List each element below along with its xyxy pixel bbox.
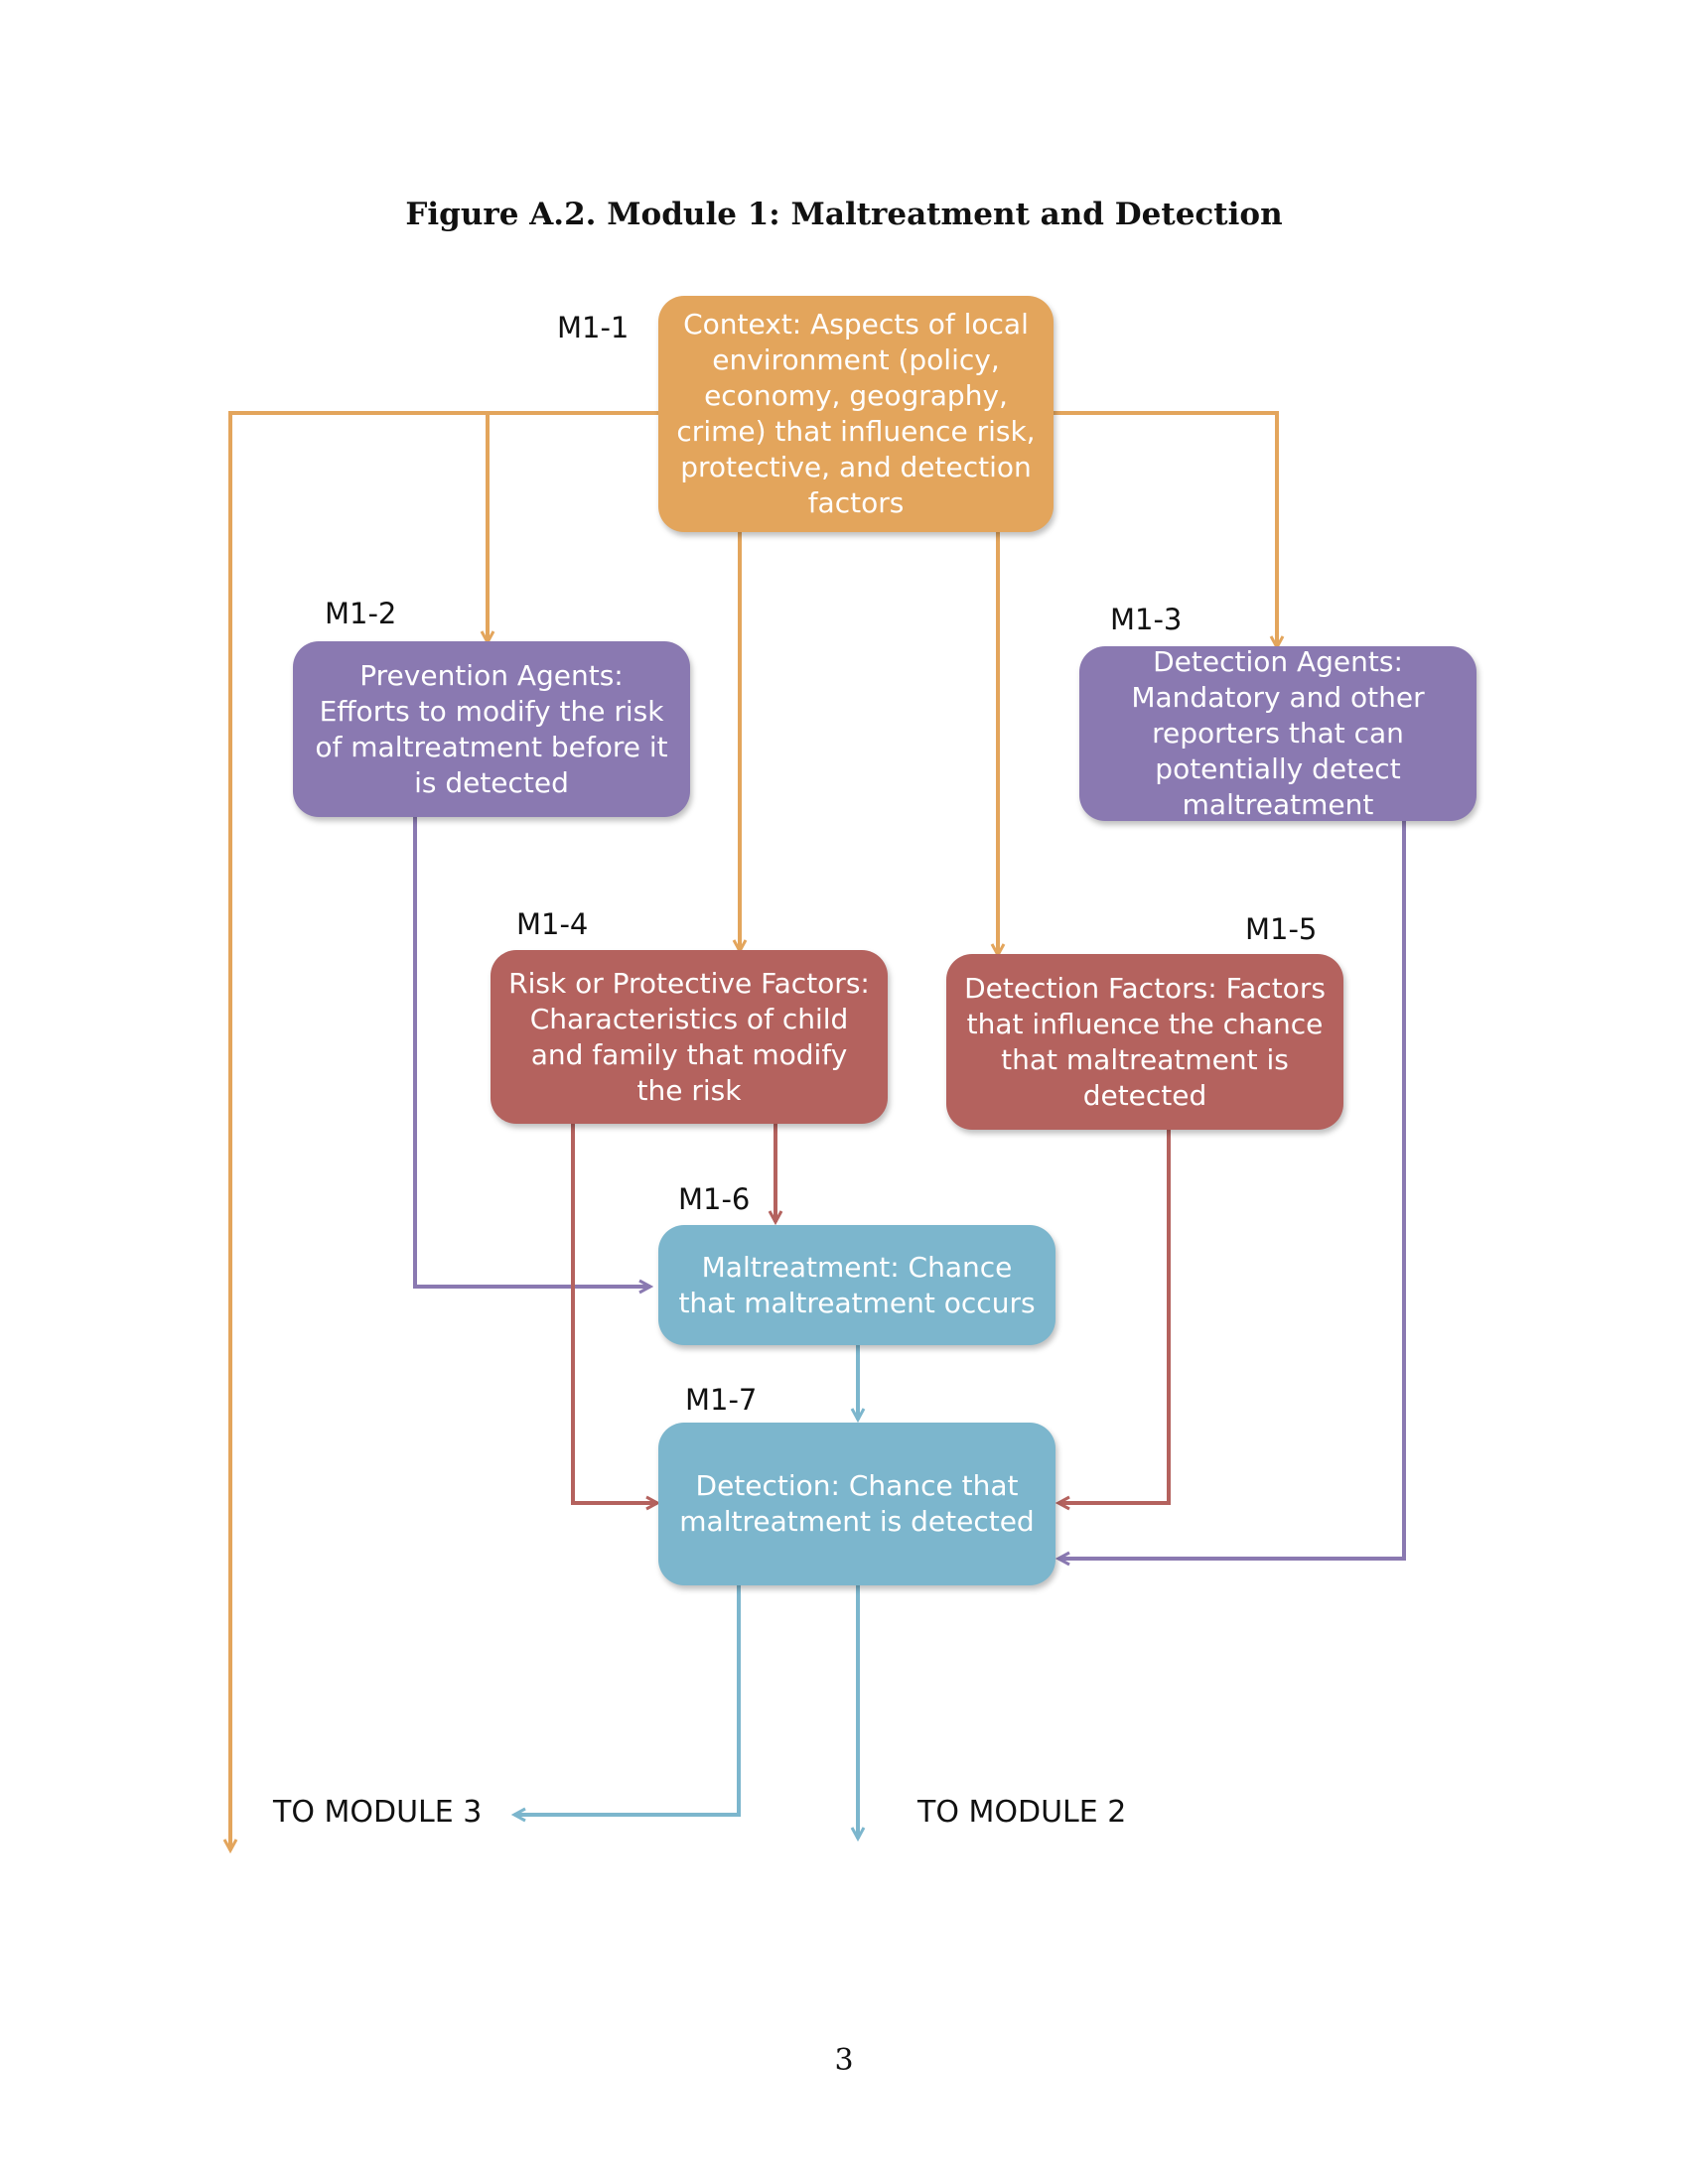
node-label-m1-3: M1-3 xyxy=(1110,603,1183,636)
node-label-m1-2: M1-2 xyxy=(325,597,397,630)
arrow-detection-to-module3 xyxy=(514,1585,741,1815)
detection-box: Detection: Chance that maltreatment is d… xyxy=(658,1423,1055,1585)
risk-protective-factors-box: Risk or Protective Factors: Characterist… xyxy=(491,950,888,1124)
arrow-detection-agents-to-detection xyxy=(1058,821,1406,1559)
arrow-risk-to-detection xyxy=(571,1124,657,1503)
arrow-context-to-module3 xyxy=(230,411,658,1850)
detection-factors-box: Detection Factors: Factors that influenc… xyxy=(946,954,1343,1130)
maltreatment-box: Maltreatment: Chance that maltreatment o… xyxy=(658,1225,1055,1345)
arrow-context-to-detection-agents xyxy=(1054,411,1277,647)
node-label-m1-7: M1-7 xyxy=(685,1383,758,1417)
to-module-2-label: TO MODULE 2 xyxy=(917,1795,1127,1830)
to-module-3-label: TO MODULE 3 xyxy=(273,1795,483,1830)
arrow-detection-factors-to-detection xyxy=(1058,1130,1171,1503)
node-label-m1-5: M1-5 xyxy=(1245,912,1318,946)
node-label-m1-1: M1-1 xyxy=(557,311,630,344)
prevention-agents-box: Prevention Agents: Efforts to modify the… xyxy=(293,641,690,817)
page-number: 3 xyxy=(834,2043,854,2078)
detection-agents-box: Detection Agents: Mandatory and other re… xyxy=(1079,645,1477,821)
figure-title: Figure A.2. Module 1: Maltreatment and D… xyxy=(405,197,1283,232)
context-box: Context: Aspects of local environment (p… xyxy=(658,296,1054,532)
node-label-m1-6: M1-6 xyxy=(678,1182,751,1216)
node-label-m1-4: M1-4 xyxy=(516,907,589,941)
